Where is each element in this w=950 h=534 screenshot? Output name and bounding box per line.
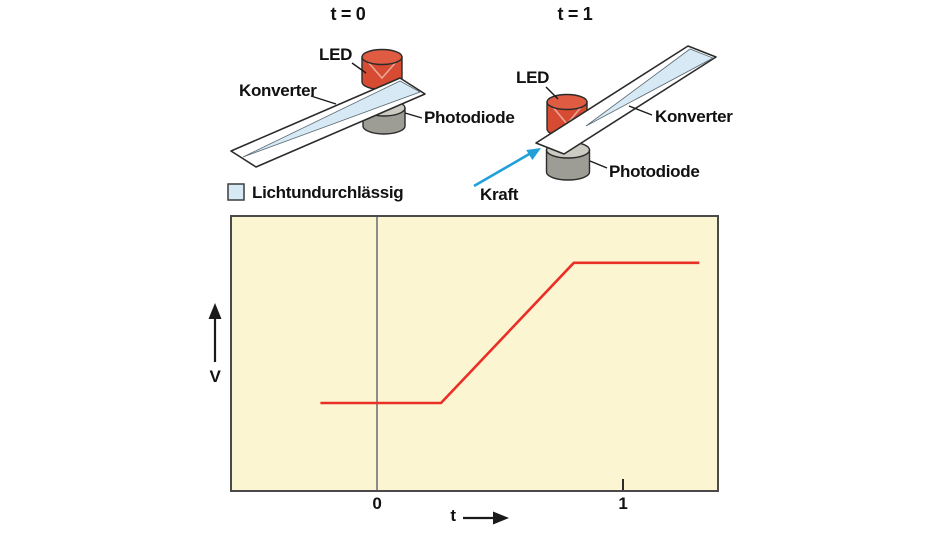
y-axis-arrow-icon: [208, 303, 222, 319]
led-label-t0: LED: [319, 45, 353, 64]
photodiode-label-t0: Photodiode: [424, 108, 515, 127]
legend-label: Lichtundurchlässig: [252, 183, 404, 202]
x-axis-arrow-icon: [493, 511, 509, 525]
kraft-arrow-icon: [526, 148, 541, 160]
x-tick-label-0: 0: [372, 494, 382, 513]
photodiode-label-t1: Photodiode: [609, 162, 700, 181]
led-pointer-t1: [545, 86, 559, 100]
led-top-t0: [361, 48, 403, 66]
assembly-t0: [230, 48, 426, 168]
led-highlight-t0: [366, 60, 398, 80]
legend-opaque-swatch: [227, 183, 245, 201]
x-tick-label-1: 1: [618, 494, 628, 513]
photodiode-pointer-t0: [404, 112, 423, 119]
led-top-t1: [546, 93, 588, 111]
state-title-t1: t = 1: [557, 4, 593, 24]
y-axis-label: V: [209, 367, 221, 386]
chart-plot-area: [230, 215, 719, 492]
photodiode-pointer-t1: [589, 160, 608, 169]
converter-opaque-wedge-t1: [585, 48, 714, 127]
konverter-pointer-t0: [310, 95, 337, 105]
led-pointer-t0: [351, 62, 367, 74]
konverter-label-t1: Konverter: [655, 107, 733, 126]
voltage-time-chart: [208, 215, 719, 525]
kraft-arrow-shaft: [473, 151, 532, 188]
x-axis-label: t: [450, 506, 456, 525]
converter-opaque-wedge-t0: [242, 80, 421, 158]
konverter-pointer-t1: [628, 105, 653, 116]
assembly-t1: [473, 45, 717, 188]
kraft-label: Kraft: [480, 185, 519, 204]
konverter-label-t0: Konverter: [239, 81, 317, 100]
voltage-curve: [320, 261, 700, 405]
led-label-t1: LED: [516, 68, 550, 87]
state-title-t0: t = 0: [330, 4, 366, 24]
